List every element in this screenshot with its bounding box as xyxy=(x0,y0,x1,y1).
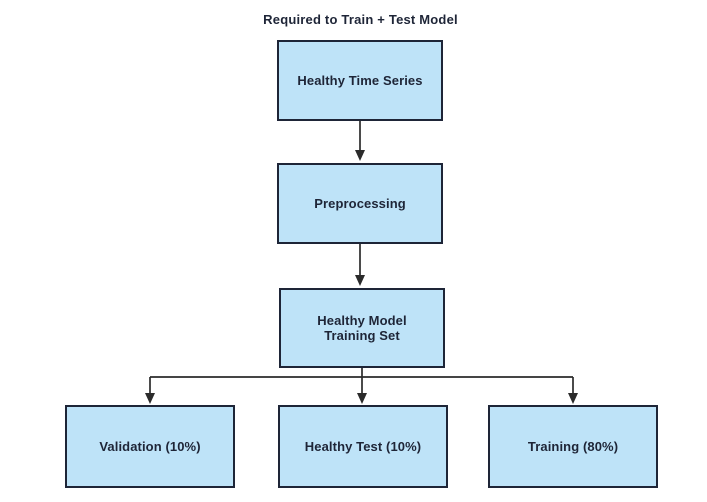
arrow-head-icon xyxy=(357,393,367,404)
node-preprocessing: Preprocessing xyxy=(277,163,443,244)
node-training: Training (80%) xyxy=(488,405,658,488)
diagram-title: Required to Train + Test Model xyxy=(263,12,458,27)
arrow-head-icon xyxy=(355,150,365,161)
arrow-head-icon xyxy=(355,275,365,286)
arrow-head-icon xyxy=(568,393,578,404)
arrow-head-icon xyxy=(145,393,155,404)
branch-rail-line xyxy=(150,368,573,378)
node-healthy-model-training-set: Healthy Model Training Set xyxy=(279,288,445,368)
node-validation: Validation (10%) xyxy=(65,405,235,488)
node-healthy-time-series: Healthy Time Series xyxy=(277,40,443,121)
node-healthy-test: Healthy Test (10%) xyxy=(278,405,448,488)
